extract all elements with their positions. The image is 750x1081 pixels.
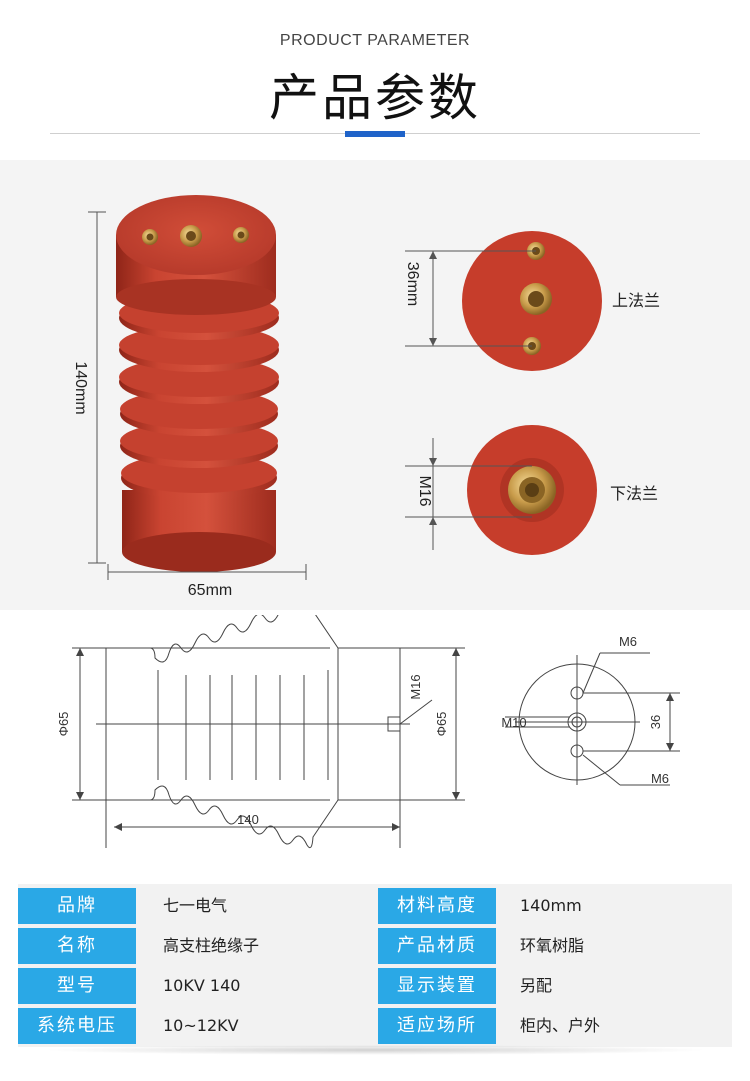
parameter-table: 品牌 七一电气 材料高度 140mm 名称 高支柱绝缘子 产品材质 环氧树脂 型… [18, 884, 732, 1047]
param-value: 另配 [520, 976, 553, 995]
top-flange-view: 36mm 上法兰 [404, 231, 660, 371]
width-dimension: 65mm [107, 564, 307, 599]
param-key: 系统电压 [18, 1008, 136, 1044]
width-dim-label: 65mm [188, 582, 232, 599]
top-flange-dim-label: 36mm [404, 262, 421, 306]
param-value: 高支柱绝缘子 [163, 936, 260, 955]
param-key: 品牌 [18, 888, 136, 924]
bottom-flange-dim-label: M16 [416, 475, 433, 506]
bottom-flange-view: M16 下法兰 [405, 425, 658, 555]
param-value: 环氧树脂 [520, 936, 585, 955]
param-row: 型号 10KV 140 显示装置 另配 [18, 966, 732, 1006]
table-shadow [40, 1045, 710, 1055]
end-top-hole: M6 [619, 634, 637, 649]
product-photo-panel: 140mm [0, 160, 750, 610]
param-row: 系统电压 10~12KV 适应场所 柜内、户外 [18, 1006, 732, 1046]
param-value: 140mm [520, 896, 582, 915]
header-accent-bar [345, 131, 405, 137]
param-key: 材料高度 [378, 888, 496, 924]
insulator-body [116, 195, 279, 572]
end-spacing: 36 [648, 715, 663, 729]
product-photo: 140mm [72, 195, 660, 599]
top-flange-label: 上法兰 [612, 291, 660, 310]
height-dim-label: 140mm [72, 361, 89, 414]
section-header: PRODUCT PARAMETER 产品参数 [0, 0, 750, 150]
side-view-drawing [72, 599, 465, 849]
side-right-dia: Φ65 [434, 712, 449, 737]
param-key: 型号 [18, 968, 136, 1004]
param-row: 品牌 七一电气 材料高度 140mm [18, 886, 732, 926]
end-center-hole: M10 [501, 715, 526, 730]
technical-drawing: Φ65 Φ65 140 M16 M6 M10 M6 36 [56, 599, 680, 849]
end-view-drawing [505, 652, 680, 786]
param-key: 名称 [18, 928, 136, 964]
param-value: 七一电气 [163, 896, 228, 915]
bottom-flange-label: 下法兰 [610, 484, 658, 503]
param-row: 名称 高支柱绝缘子 产品材质 环氧树脂 [18, 926, 732, 966]
side-left-dia: Φ65 [56, 712, 71, 737]
param-key: 显示装置 [378, 968, 496, 1004]
section-title: 产品参数 [269, 69, 481, 127]
param-value: 柜内、户外 [520, 1016, 601, 1035]
height-dimension: 140mm [72, 211, 106, 564]
end-bottom-hole: M6 [651, 771, 669, 786]
param-key: 适应场所 [378, 1008, 496, 1044]
param-key: 产品材质 [378, 928, 496, 964]
side-thread: M16 [408, 674, 423, 699]
param-value: 10~12KV [163, 1016, 239, 1035]
param-value: 10KV 140 [163, 976, 241, 995]
technical-drawing-panel: Φ65 Φ65 140 M16 M6 M10 M6 36 [0, 599, 750, 870]
section-subtitle: PRODUCT PARAMETER [279, 32, 471, 49]
side-length: 140 [237, 812, 259, 827]
